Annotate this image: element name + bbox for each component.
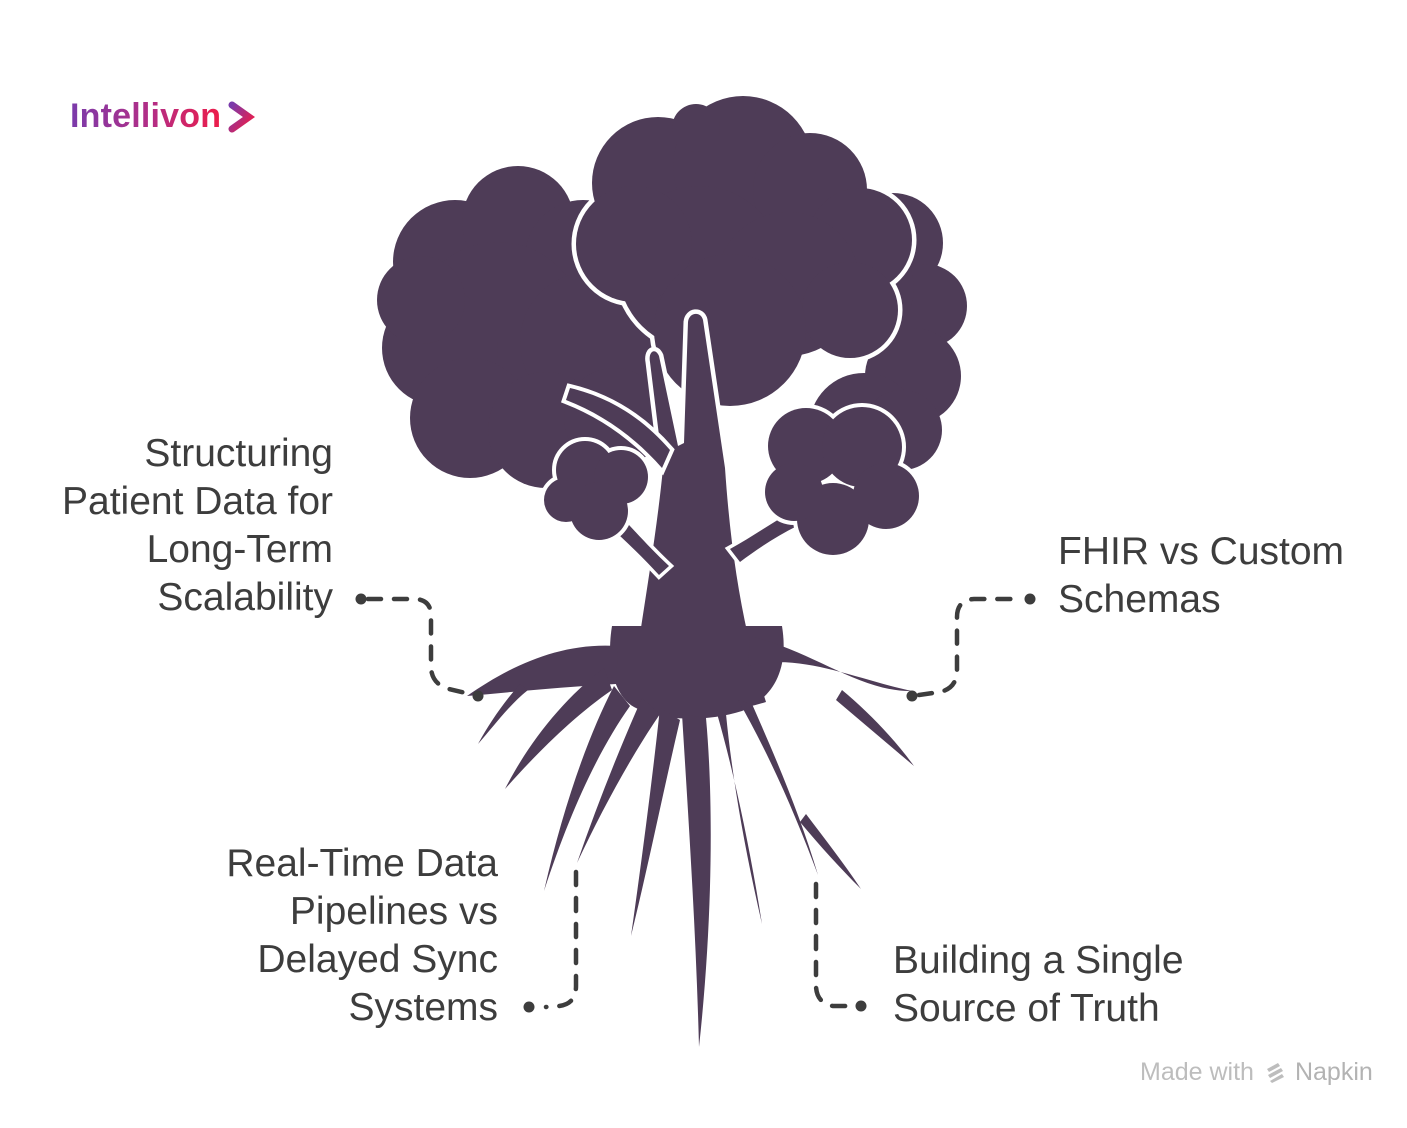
label-line: FHIR vs Custom <box>1058 530 1345 573</box>
connector-fhir <box>916 596 1025 698</box>
connector-dot <box>472 690 484 702</box>
connector-realtime <box>543 869 579 1010</box>
connector-dot <box>355 593 367 605</box>
label-line: Scalability <box>157 576 333 619</box>
connector-truth <box>813 881 854 1009</box>
connector-dot <box>1024 593 1036 605</box>
connector-dot <box>906 690 918 702</box>
label-line: Systems <box>348 986 498 1029</box>
label-line: Schemas <box>1058 578 1221 621</box>
connector-dot <box>523 1001 535 1013</box>
label-line: Long-Term <box>146 528 333 571</box>
label-line: Structuring <box>144 432 333 475</box>
watermark-brand: Napkin <box>1294 1058 1373 1086</box>
leaf-clump-left <box>540 437 652 544</box>
label-structuring: Structuring Patient Data for Long-Term S… <box>35 430 333 622</box>
label-line: Real-Time Data <box>226 842 498 885</box>
root-system <box>467 626 914 1047</box>
label-line: Pipelines vs <box>289 890 498 933</box>
label-line: Delayed Sync <box>257 938 498 981</box>
label-truth: Building a Single Source of Truth <box>893 937 1233 1033</box>
label-line: Patient Data for <box>62 480 333 523</box>
connector-dot <box>855 1000 867 1012</box>
leaf-clump-right <box>761 403 923 559</box>
label-line: Building a Single <box>893 939 1184 982</box>
branch-upper-left <box>561 383 675 476</box>
intellivon-logo: Intellivon <box>70 97 256 136</box>
label-fhir: FHIR vs Custom Schemas <box>1058 528 1388 624</box>
logo-text: Intellivon <box>70 97 222 135</box>
made-with-napkin-watermark: Made with Napkin <box>1140 1058 1373 1087</box>
label-line: Source of Truth <box>893 987 1160 1030</box>
watermark-prefix: Made with <box>1140 1058 1254 1086</box>
chevron-right-icon <box>228 101 256 132</box>
connector-structuring <box>365 596 473 697</box>
label-realtime: Real-Time Data Pipelines vs Delayed Sync… <box>190 840 498 1032</box>
canopy-cloud-top <box>571 91 917 411</box>
napkin-stripes-icon <box>1266 1063 1284 1083</box>
branch-to-left-clump <box>613 519 675 580</box>
tree-trunk <box>625 309 772 717</box>
